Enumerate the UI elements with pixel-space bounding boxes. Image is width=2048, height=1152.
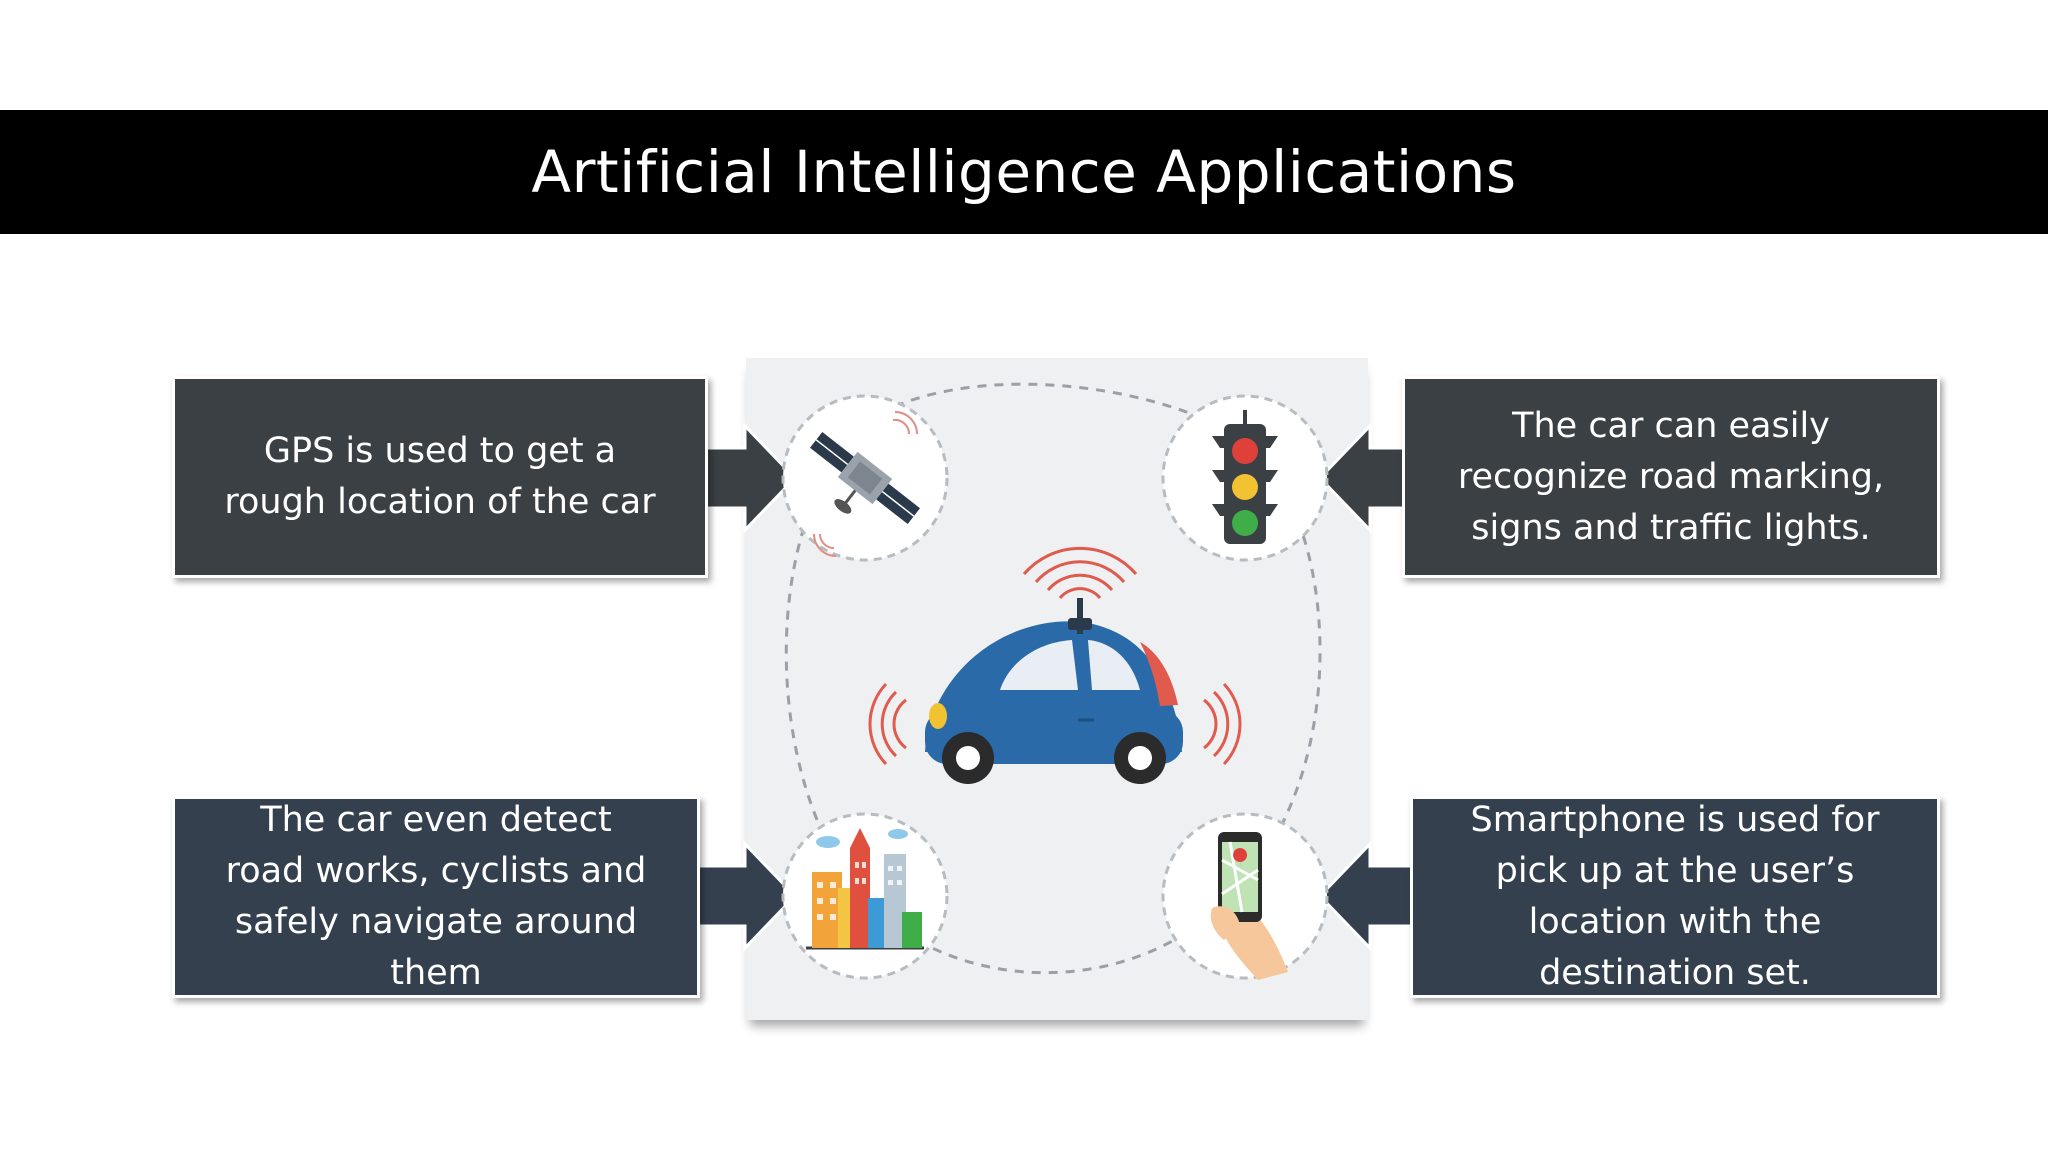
self-driving-car-icon: [925, 598, 1183, 784]
satellite-icon: [809, 431, 921, 525]
callout-roadworks-text: The car even detect road works, cyclists…: [225, 800, 647, 993]
arrow-traffic: [1317, 422, 1407, 534]
car-signal-waves: [868, 546, 1242, 766]
callout-gps: GPS is used to get a rough location of t…: [172, 376, 708, 578]
callout-road-works: The car even detect road works, cyclists…: [172, 796, 700, 998]
callout-smartphone: Smartphone is used for pick up at the us…: [1410, 796, 1940, 998]
arrow-gps: [701, 422, 798, 534]
satellite-signal-waves: [813, 411, 918, 557]
title-bar: Artificial Intelligence Applications: [0, 110, 2048, 234]
arrow-roadworks: [695, 840, 798, 952]
callout-smartphone-text: Smartphone is used for pick up at the us…: [1470, 800, 1880, 993]
city-buildings-icon: [806, 828, 924, 950]
arrow-smartphone: [1317, 840, 1416, 952]
traffic-light-icon: [1212, 410, 1278, 544]
callout-traffic-text: The car can easily recognize road markin…: [1457, 405, 1885, 548]
callout-gps-text: GPS is used to get a rough location of t…: [224, 431, 656, 522]
callout-traffic-lights: The car can easily recognize road markin…: [1402, 376, 1940, 578]
slide-title: Artificial Intelligence Applications: [531, 138, 1517, 206]
smartphone-map-icon: [1210, 832, 1288, 980]
